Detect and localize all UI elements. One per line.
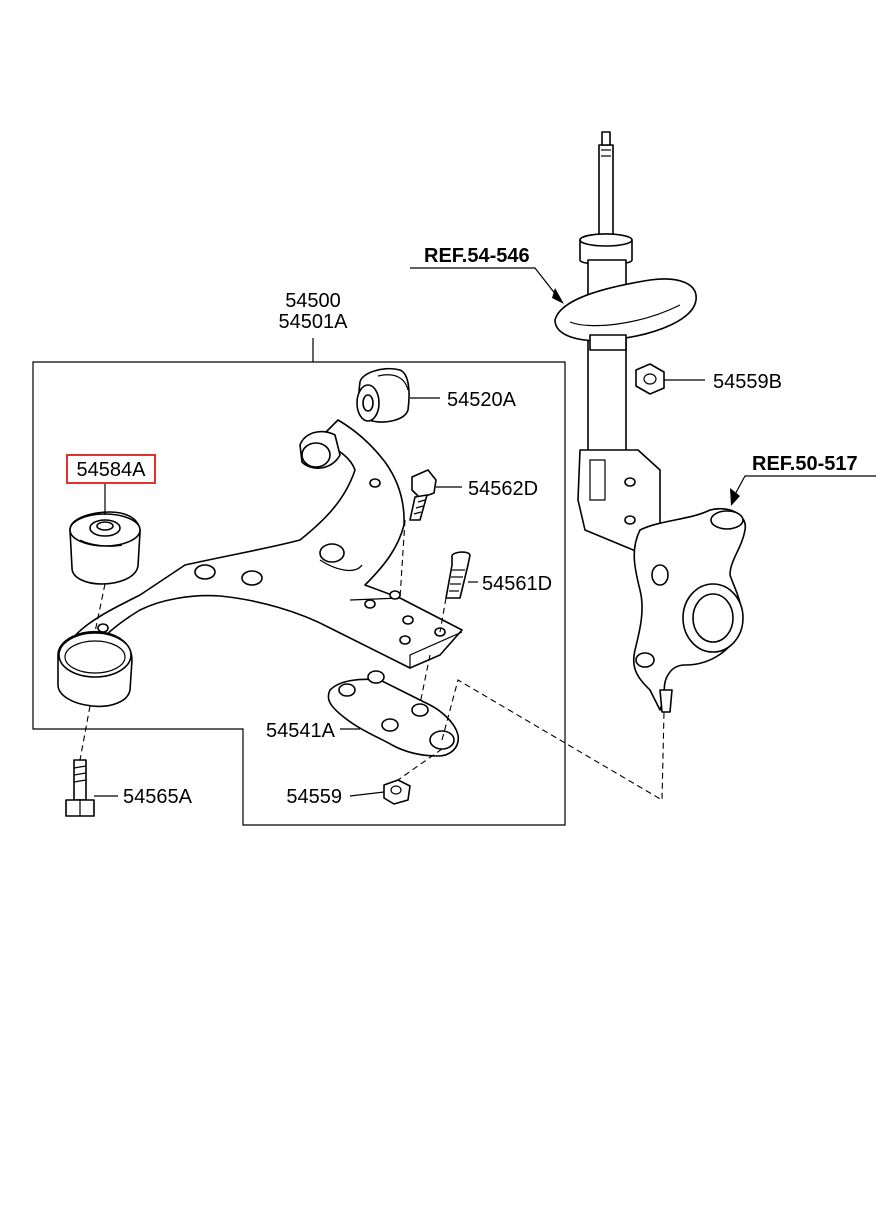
leader-lines	[94, 267, 876, 797]
ball-joint-54541a[interactable]	[327, 670, 460, 757]
bushing-54520a[interactable]	[356, 367, 410, 423]
label-nut-b: 54559B	[713, 371, 782, 393]
nut-54559[interactable]	[383, 779, 411, 805]
label-bushing-front[interactable]: 54584A	[77, 459, 147, 481]
strut-assembly	[554, 131, 697, 553]
assembly-boundary	[32, 338, 566, 826]
label-assembly-1: 54500	[285, 290, 341, 312]
connection-lines	[79, 519, 665, 801]
bushing-54584a[interactable]	[69, 511, 141, 585]
label-ball-joint: 54541A	[266, 720, 336, 742]
label-assembly-2: 54501A	[279, 311, 349, 333]
nut-54559b[interactable]	[635, 363, 665, 395]
ref-strut: REF.54-546	[424, 245, 530, 267]
bolt-54562d[interactable]	[409, 469, 437, 521]
bolt-54565a[interactable]	[65, 759, 95, 817]
label-bolt-upper: 54562D	[468, 478, 538, 500]
stud-54561d[interactable]	[445, 551, 471, 599]
ref-knuckle: REF.50-517	[752, 453, 858, 475]
lower-control-arm[interactable]	[57, 419, 463, 708]
highlight-box	[66, 454, 156, 484]
label-bolt-lower: 54565A	[123, 786, 193, 808]
label-bushing-upper: 54520A	[447, 389, 517, 411]
label-bolt-stud: 54561D	[482, 573, 552, 595]
knuckle	[632, 508, 746, 713]
label-nut: 54559	[286, 786, 342, 808]
